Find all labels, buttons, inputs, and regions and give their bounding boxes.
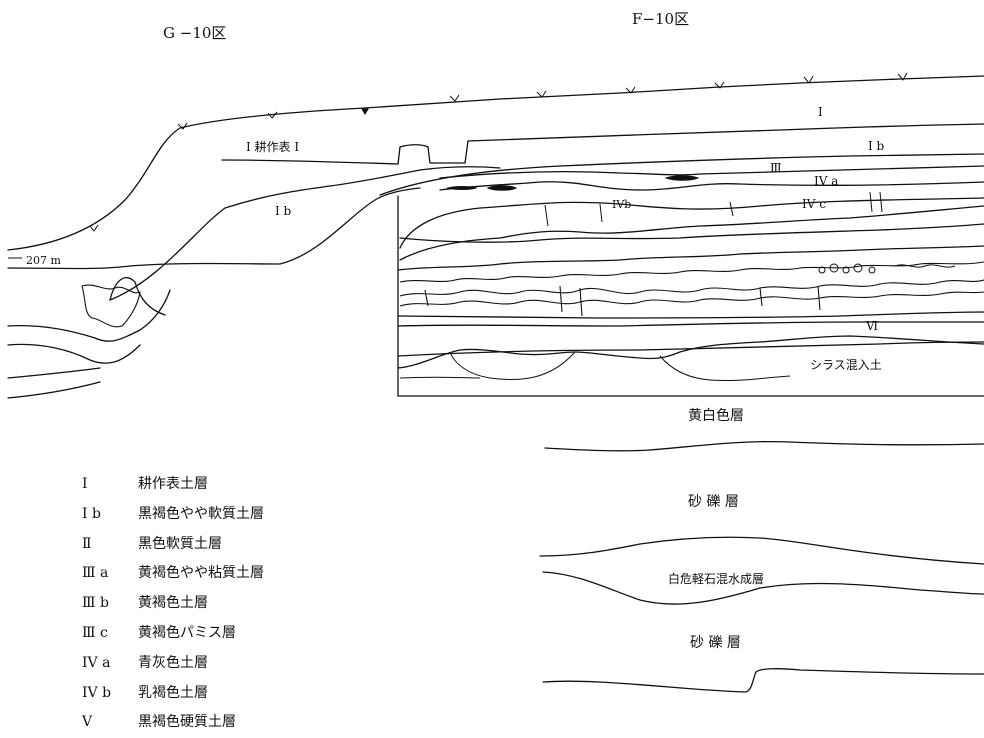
legend-description: 黒色軟質土層: [138, 535, 222, 552]
layer-boundary-vi-mid: [397, 321, 984, 327]
deep-boundary-1: [544, 440, 984, 452]
legend-row: I 耕作表土層: [80, 470, 264, 500]
legend-row: V 黒褐色硬質土層: [80, 708, 264, 738]
layer-label-ivc: IV c: [802, 197, 826, 211]
legend-description: 黄褐色パミス層: [138, 624, 236, 641]
legend-row: Ⅲ a 黄褐色やや粘質土層: [80, 559, 264, 589]
layer-boundary-ii-iva: [439, 165, 984, 179]
layer-boundary-ivb-lower: [399, 197, 984, 249]
area-label-g10: G −10区: [163, 24, 226, 42]
stratum-label-white-pumice: 白危軽石混水成層: [668, 571, 764, 586]
layer-boundary-vi-top: [397, 311, 984, 319]
left-pocket: [81, 284, 141, 328]
dark-lens-3: [664, 175, 700, 181]
deep-boundary-3: [542, 571, 984, 605]
shirasu-contour-2: [659, 355, 791, 382]
shirasu-contour-1: [449, 351, 576, 381]
left-lower-boundary-4: [7, 367, 101, 379]
stratum-label-gravel-2: 砂 礫 層: [690, 635, 741, 651]
layer-label-ib-left: I b: [275, 204, 292, 218]
legend-code: IV b: [82, 684, 112, 701]
layer-label-ib-right: I b: [868, 139, 885, 153]
legend-description: 耕作表土層: [138, 476, 208, 492]
legend-code: IV a: [82, 654, 111, 671]
legend-description: 黄褐色土層: [138, 595, 208, 612]
ivb-block-lines: [544, 191, 883, 227]
legend-code: V: [82, 714, 93, 731]
legend-code: Ⅱ: [82, 535, 92, 552]
legend-row: IV a 青灰色土層: [80, 649, 264, 679]
layer-boundary-v-upper: [397, 245, 984, 271]
stratum-label-yellow-white: 黄白色層: [688, 407, 744, 424]
legend-description: 黒褐色やや軟質土層: [138, 505, 264, 522]
layer-boundary-ivc-lower: [399, 205, 984, 261]
legend-row: I b 黒褐色やや軟質土層: [80, 500, 264, 530]
legend-code: Ⅲ b: [82, 595, 109, 612]
trench-left-wall: [397, 195, 984, 397]
layer-label-i-tillage: I 耕作表 I: [246, 139, 299, 154]
legend-description: 黄褐色やや粘質土層: [138, 565, 264, 582]
layer-label-shirasu: シラス混入土: [810, 358, 882, 372]
legend: I 耕作表土層 I b 黒褐色やや軟質土層 Ⅱ 黒色軟質土層 Ⅲ a 黄褐色やや粘質土層 Ⅲ b…: [80, 470, 264, 738]
deep-boundary-4: [542, 668, 984, 693]
legend-description: 乳褐色土層: [138, 684, 208, 701]
legend-code: Ⅲ c: [82, 624, 108, 641]
dark-lens-2: [486, 185, 518, 191]
shirasu-bottom: [399, 376, 481, 379]
stratum-label-gravel-1: 砂 礫 層: [688, 494, 739, 510]
legend-row: Ⅱ 黒色軟質土層: [80, 530, 264, 560]
layer-label-ivb: IVb: [612, 198, 631, 211]
dark-lens-1: [446, 186, 478, 190]
left-lower-boundary-3: [7, 343, 141, 364]
legend-code: I b: [82, 505, 101, 522]
layer-boundary-i-ib: [221, 123, 984, 165]
layer-label-iii: Ⅲ: [770, 161, 782, 175]
left-lower-boundary-1: [109, 277, 166, 316]
layer-boundary-iva-ivb: [439, 181, 984, 191]
pumice-fragments: [818, 263, 956, 274]
shirasu-top-boundary: [397, 335, 984, 369]
layer-boundary-v-top: [399, 223, 984, 243]
layer-label-vi: Ⅵ: [865, 319, 878, 333]
elevation-label: 207 m: [26, 254, 61, 267]
layer-boundary-ib-ii: [379, 153, 984, 196]
left-lower-boundary-5: [7, 381, 101, 399]
layer-boundary-ib-left: [109, 166, 501, 301]
legend-code: Ⅲ a: [82, 565, 109, 582]
left-lower-boundary-2: [7, 289, 171, 342]
legend-row: Ⅲ c 黄褐色パミス層: [80, 619, 264, 649]
deep-boundary-2: [539, 536, 984, 565]
layer-label-iva: IV a: [814, 174, 838, 188]
pumice-irregular-band: [399, 261, 984, 317]
area-label-f10: F−10区: [632, 10, 689, 28]
layer-label-i: I: [818, 105, 823, 119]
legend-description: 青灰色土層: [138, 654, 208, 671]
ground-surface-line: [7, 75, 984, 251]
legend-row: Ⅲ b 黄褐色土層: [80, 589, 264, 619]
legend-description: 黒褐色硬質土層: [138, 714, 236, 731]
surface-tick-marks: [89, 72, 908, 232]
layer-boundary-ib-lower: [7, 187, 421, 270]
surface-marker: [361, 108, 369, 115]
legend-row: IV b 乳褐色土層: [80, 679, 264, 709]
legend-code: I: [82, 476, 88, 492]
